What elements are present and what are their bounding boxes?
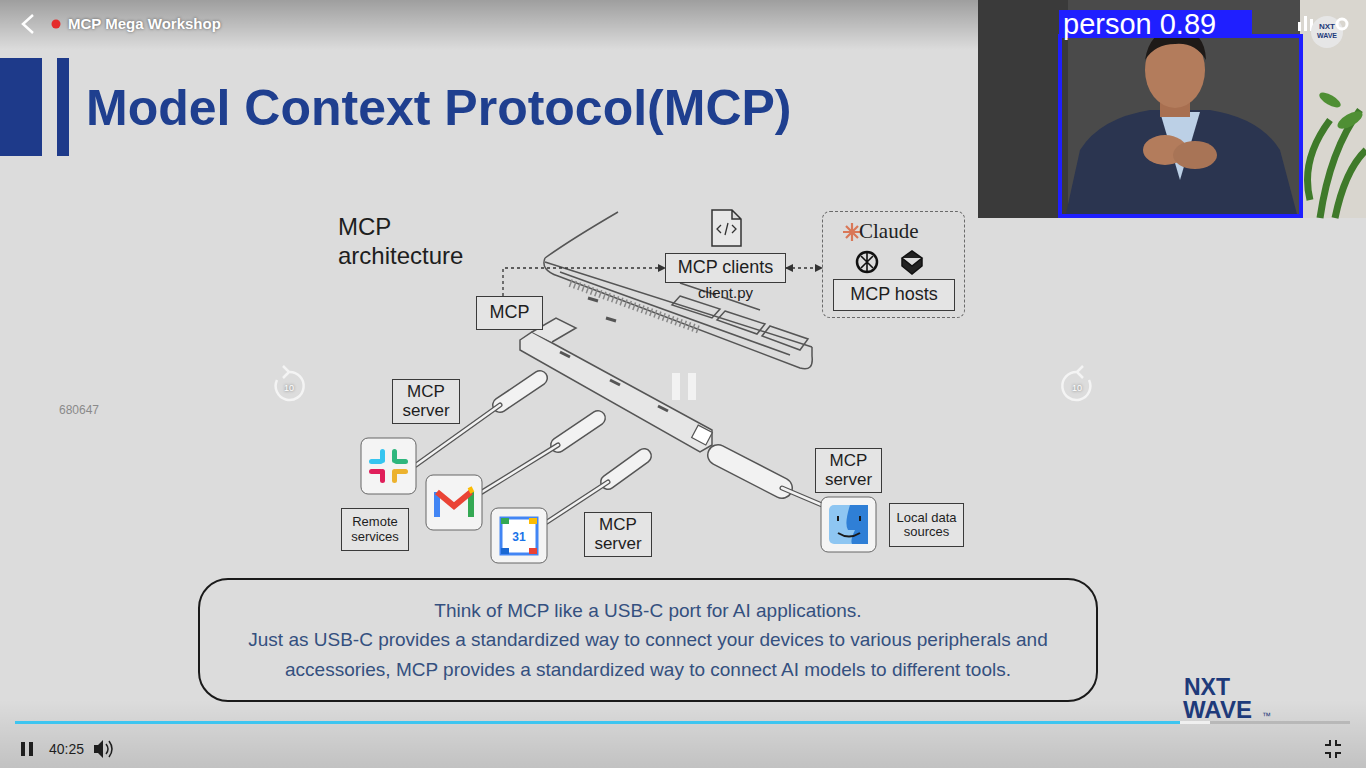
skip-number: 10 — [284, 383, 294, 394]
time-code: 40:25 — [49, 741, 84, 758]
server-box: MCP server — [584, 512, 652, 557]
mcp-box: MCP — [476, 296, 543, 330]
logo-text: NXT — [1184, 676, 1230, 698]
box-subtext: client.py — [666, 285, 785, 302]
box-text: MCP clients — [678, 258, 774, 278]
trademark: ™ — [1262, 711, 1271, 722]
box-text: MCP hosts — [850, 285, 938, 305]
box-text: MCP server — [398, 383, 454, 420]
analogy-box: Think of MCP like a USB-C port for AI ap… — [198, 578, 1098, 702]
server-box: MCP server — [392, 379, 460, 424]
skip-number: 10 — [1072, 383, 1082, 394]
dashed-connector — [786, 267, 822, 268]
video-title: MCP Mega Workshop — [68, 15, 221, 33]
box-text: Think of MCP like a USB-C port for AI ap… — [434, 596, 861, 625]
detection-label: person 0.89 — [1063, 9, 1216, 39]
watermark: 680647 — [59, 403, 99, 417]
calendar-day: 31 — [512, 530, 525, 544]
box-text: MCP server — [590, 516, 646, 553]
diagram-heading: MCP architecture — [338, 212, 488, 270]
data-source-box: Local data sources — [889, 503, 964, 547]
box-text: Local data sources — [895, 511, 958, 540]
box-text: MCP server — [821, 452, 876, 489]
box-text: Remote services — [347, 515, 403, 544]
box-subtext: Just as USB-C provides a standardized wa… — [220, 625, 1076, 684]
slide-title: Model Context Protocol(MCP) — [86, 78, 792, 138]
host-box: MCP hosts — [833, 279, 955, 311]
box-text: Claude — [859, 220, 918, 243]
client-box: MCP clientsclient.py — [665, 253, 786, 283]
host-region: ClaudeMCP hosts — [822, 211, 965, 318]
logo-text: WAVE — [1183, 698, 1252, 722]
logo-text: NXT — [1319, 22, 1335, 32]
logo-text: WAVE — [1317, 32, 1337, 40]
server-box: MCP server — [815, 448, 882, 493]
dashed-connector — [503, 268, 665, 296]
box-text: MCP — [490, 303, 530, 323]
service-box: Remote services — [341, 508, 409, 551]
